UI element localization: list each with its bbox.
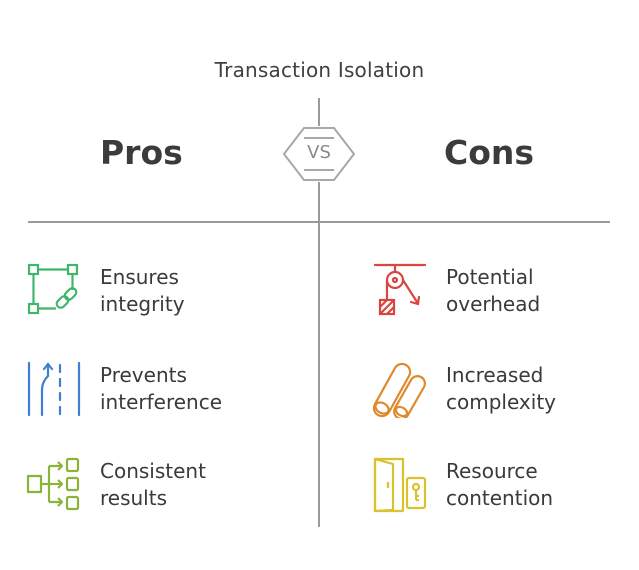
- pros-item-3-line2: results: [100, 486, 168, 510]
- cons-item-2-line2: complexity: [446, 390, 556, 414]
- center-divider-top: [318, 98, 320, 126]
- cons-item-1-line2: overhead: [446, 292, 541, 316]
- cons-heading: Cons: [444, 133, 535, 172]
- vs-arrow-badge: [282, 127, 356, 181]
- cons-item-3-line1: Resource: [446, 459, 538, 483]
- nodes-link-icon: [27, 263, 79, 315]
- tubes-icon: [372, 362, 426, 418]
- pros-item-2-line1: Prevents: [100, 363, 187, 387]
- vs-label: VS: [307, 142, 331, 163]
- locked-door-icon: [373, 457, 427, 513]
- cons-item-2-line1: Increased: [446, 363, 544, 387]
- horizontal-divider: [28, 221, 610, 223]
- parallel-lanes-icon: [27, 361, 81, 417]
- cons-item-1-line1: Potential: [446, 265, 534, 289]
- pros-item-1-line1: Ensures: [100, 265, 179, 289]
- branch-flow-icon: [26, 457, 80, 511]
- cons-item-3-line2: contention: [446, 486, 554, 510]
- diagram-title: Transaction Isolation: [214, 58, 425, 82]
- center-divider-bottom: [318, 182, 320, 527]
- pros-heading: Pros: [100, 133, 183, 172]
- pros-item-3-line1: Consistent: [100, 459, 206, 483]
- pros-item-2-line2: interference: [100, 390, 223, 414]
- pulley-weight-icon: [373, 263, 427, 316]
- pros-item-1-line2: integrity: [100, 292, 185, 316]
